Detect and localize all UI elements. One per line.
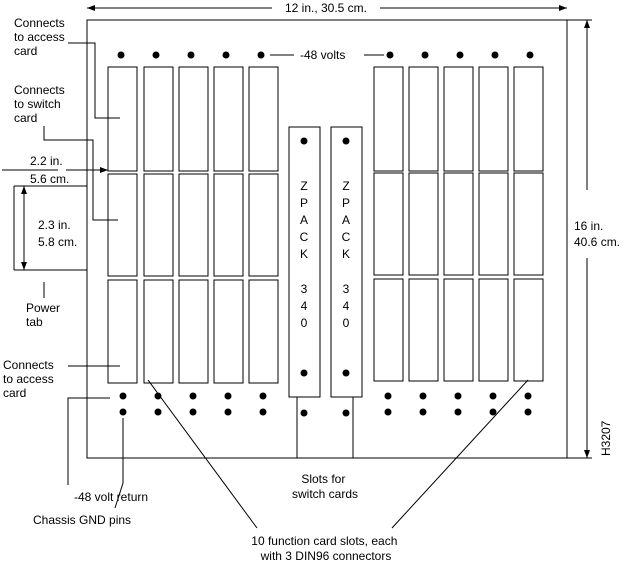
zpack-1-char: 4 [301,299,308,313]
zpack-2-char: 4 [343,299,350,313]
zpack-1-char: P [300,196,308,210]
zpack-2-char: C [342,230,351,244]
function-slots-label: 10 function card slots, each with 3 DIN9… [251,534,400,563]
zpack-2-char: 3 [343,282,350,296]
chassis-gnd-label: Chassis GND pins [33,513,131,527]
switch-card-label: Connects to switch card [14,83,68,125]
zpack-2-char: A [342,213,350,227]
height-cm-label: 40.6 cm. [574,235,620,249]
zpack-1-char: K [300,247,308,261]
top-pin-row-left [117,51,265,59]
voltage-label: -48 volts [300,48,345,62]
height-in-label: 16 in. [574,219,603,233]
access-card-label-top: Connects to access card [14,16,68,58]
zpack-2-char: K [342,247,350,261]
figure-id: H3207 [599,420,613,456]
tab-in-label: 2.3 in. [38,218,71,232]
zpack-1-char: C [300,230,309,244]
zpack-2-char: P [342,196,350,210]
bottom-pin-rows [119,392,532,416]
zpack-2-char: 0 [343,316,350,330]
tab-cm-label: 5.8 cm. [38,235,77,249]
zpack-1-char: Z [300,179,307,193]
volt-return-label: -48 volt return [74,490,148,504]
offset-in-label: 2.2 in. [30,154,63,168]
power-tab-dimension: 2.3 in. 5.8 cm. [13,185,87,271]
zpack-1-char: A [300,213,308,227]
zpack-1-char: 3 [301,282,308,296]
width-dimension: 12 in., 30.5 cm. [87,1,567,15]
zpack-connector-1: Z P A C K 3 4 0 [288,126,321,398]
switch-slots-label: Slots for switch cards [292,472,358,501]
access-card-label-bottom: Connects to access card [3,358,57,400]
offset-dimension: 2.2 in. 5.6 cm. [2,154,108,186]
top-pin-row-right [386,51,534,59]
function-slots-right [373,66,544,382]
offset-cm-label: 5.6 cm. [30,172,69,186]
height-dimension: 16 in. 40.6 cm. [567,19,620,459]
zpack-2-char: Z [342,179,349,193]
zpack-1-char: 0 [301,316,308,330]
backplane-board [86,19,568,459]
function-slots-left [107,66,279,384]
zpack-connector-2: Z P A C K 3 4 0 [330,126,363,398]
width-label: 12 in., 30.5 cm. [285,1,367,15]
power-tab-label: Power tab [26,301,63,329]
